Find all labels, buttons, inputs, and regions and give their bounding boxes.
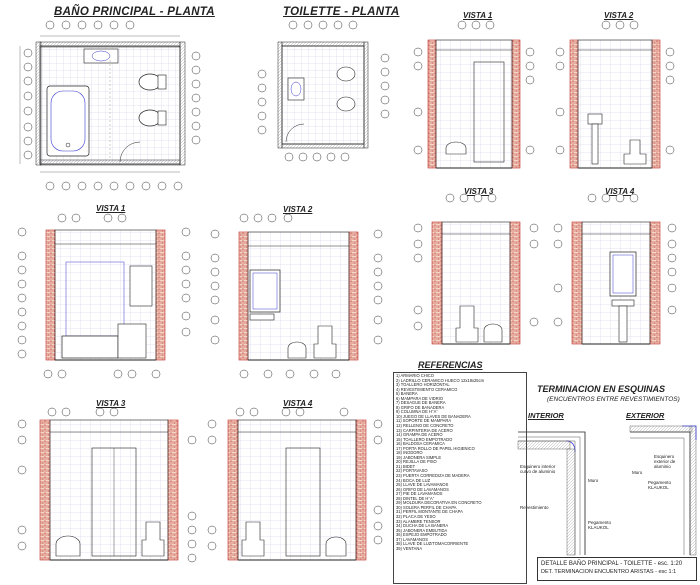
reference-item: 27) PIE DE LAVAMANOS (396, 492, 443, 497)
reference-item: 3) TOALLERO HORIZONTAL (396, 383, 450, 388)
reference-item: 26) GRIFO DE LAVAMANOS (396, 487, 449, 492)
reference-item: 2) LADRILLO CERAMICO HUECO 12x18x25cm (396, 378, 485, 383)
reference-item: 23) PUERTA CORREDIZA DE MADERA (396, 474, 470, 479)
toilette-planta (257, 20, 390, 162)
reference-item: 8) GRIFO DE BAÑADERA (396, 405, 445, 410)
reference-item: 30) SOLERA PERFIL DE CHAPA (396, 505, 457, 510)
reference-item: 14) GRAMPA DE ACERO (396, 433, 443, 438)
referencias-title: REFERENCIAS (418, 360, 483, 370)
reference-item: 35) JABONERA EMBUTIDA (396, 528, 448, 533)
reference-item: 18) INODORO (396, 451, 423, 456)
reference-item: 28) DINTEL DE H°A° (396, 496, 435, 501)
bano-vista3 (17, 407, 197, 563)
exterior-title: EXTERIOR (626, 411, 665, 420)
toilette-vista4-title: VISTA 4 (605, 187, 635, 196)
bano-vista4-title: VISTA 4 (283, 399, 313, 408)
int-revestimiento-label: Revestimiento (520, 505, 549, 510)
ext-pegamento-label: Pegamento KLAUKOL (648, 480, 672, 490)
reference-item: 17) PORTA ROLLO DE PAPEL HIGIENICO (396, 446, 475, 451)
int-muro-label: Muro (588, 478, 599, 483)
bano-vista4 (207, 407, 383, 561)
reference-item: 16) BALDOSA CERAMICA (396, 442, 445, 447)
reference-item: 21) BIDET (396, 464, 416, 469)
reference-item: 25) LLAVE DE LAVAMANOS (396, 483, 449, 488)
reference-item: 20) REJILLA DE PISO (396, 460, 437, 465)
toilette-vista3-title: VISTA 3 (464, 187, 494, 196)
reference-item: 34) DUCHA DE LA BAÑERA (396, 524, 449, 529)
reference-item: 7) DESAGÜE DE BAÑERA (396, 401, 446, 406)
reference-item: 15) TOALLERO EMPOTRADO (396, 437, 453, 442)
reference-item: 38) LLAVE DE LUZ/TOMACORRIENTE (396, 542, 469, 547)
toilette-vista2-title: VISTA 2 (604, 11, 634, 20)
reference-item: 31) PERFIL MONTANTE DE CHAPA (396, 510, 463, 515)
reference-item: 12) RELLENO DE CONCRETO (396, 424, 454, 429)
reference-item: 6) MAMPARA DE VIDRIO (396, 396, 444, 401)
reference-item: 39) VENTANA (396, 546, 423, 551)
bano-vista1-title: VISTA 1 (96, 204, 126, 213)
toilette-vista1-title: VISTA 1 (463, 11, 493, 20)
toilette-vista1 (413, 20, 535, 169)
reference-item: 32) PLACA DE YESO (396, 514, 436, 519)
toilette-planta-title: TOILETTE - PLANTA (283, 6, 400, 18)
bano-vista2-title: VISTA 2 (283, 205, 313, 214)
reference-item: 22) PORTAVASO (396, 469, 428, 474)
reference-item: 1) ARMARIO CHICO (396, 374, 434, 378)
title-block: DETALLE BAÑO PRINCIPAL - TOILETTE - esc.… (537, 557, 697, 581)
toilette-vista4 (553, 193, 677, 345)
title-block-line2: DET. TERMINACION ENCUENTRO ARISTAS - esc… (541, 569, 677, 575)
bano-vista3-title: VISTA 3 (96, 399, 126, 408)
detail-exterior (629, 425, 697, 556)
toilette-vista2 (555, 20, 675, 169)
reference-item: 5) BAÑERA (396, 392, 418, 397)
reference-item: 33) ALAMBRE TENSOR (396, 519, 441, 524)
ext-esquinero-label: Esquinero exterior de aluminio (654, 454, 676, 469)
int-pegamento-label: Pegamento KLAUKOL (588, 520, 612, 530)
ext-muro-label: Muro (632, 470, 643, 475)
detail-interior (517, 431, 586, 556)
reference-item: 29) MOLDURA DECORATIVA EN CONCRETO (396, 501, 482, 506)
bano-vista1 (17, 213, 191, 379)
reference-item: 13) CARPINTERIA DE ACERO (396, 428, 453, 433)
reference-item: 24) BOCA DE LUZ (396, 478, 431, 483)
reference-item: 10) JUEGO DE LLAVES DE BAÑADERA (396, 414, 471, 419)
title-block-line1: DETALLE BAÑO PRINCIPAL - TOILETTE - esc.… (541, 561, 683, 567)
bano-vista2 (210, 213, 383, 379)
interior-title: INTERIOR (528, 411, 564, 420)
reference-item: 19) JABONERA SIMPLE (396, 455, 442, 460)
reference-item: 37) LAVAMANOS (396, 537, 428, 542)
bano-planta-title: BAÑO PRINCIPAL - PLANTA (54, 6, 215, 18)
reference-item: 9) COLUMNA DE H°A° (396, 410, 438, 415)
reference-item: 4) REVESTIMIENTO CERAMICO (396, 387, 458, 392)
toilette-vista3 (413, 193, 539, 345)
reference-item: 36) ESPEJO EMPOTRADO (396, 533, 447, 538)
int-esquinero-label: Esquinero interior curvo de aluminio (520, 464, 556, 474)
terminacion-title: TERMINACION EN ESQUINAS (537, 384, 666, 394)
bano-planta (19, 20, 201, 191)
terminacion-subtitle: (ENCUENTROS ENTRE REVESTIMIENTOS) (547, 396, 680, 403)
reference-item: 11) SOPORTE DE MAMPARA (396, 419, 452, 424)
